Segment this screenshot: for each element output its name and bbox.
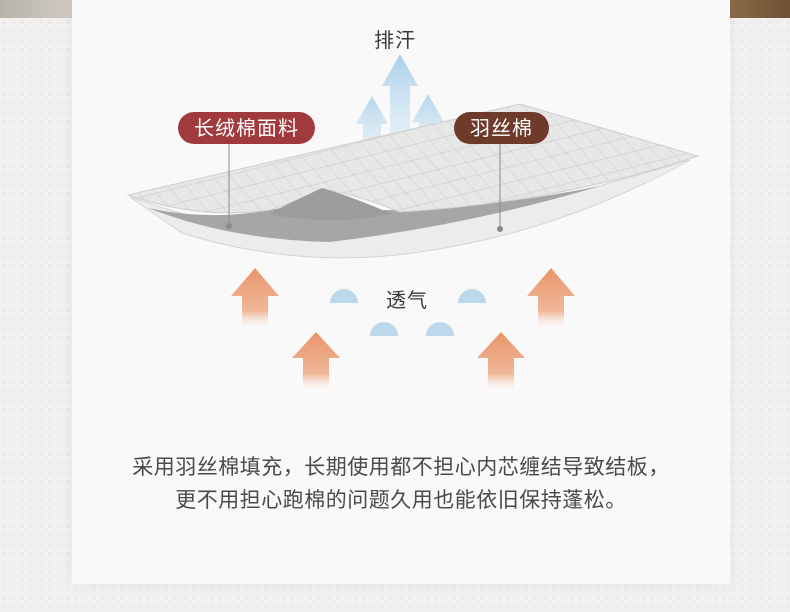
- description-line-2: 更不用担心跑棉的问题久用也能依旧保持蓬松。: [175, 488, 627, 512]
- fabric-tag: 长绒棉面料: [178, 112, 315, 144]
- filling-fold: [268, 188, 392, 220]
- warm-arrow-1: [231, 268, 279, 330]
- warm-arrow-2: [527, 268, 575, 330]
- breathable-label: 透气: [386, 288, 428, 312]
- droplet-1: [330, 289, 358, 303]
- droplet-4: [426, 322, 454, 336]
- top-right-photo-strip: [730, 0, 790, 18]
- description-line-1: 采用羽丝棉填充，长期使用都不担心内芯缠结导致结板，: [132, 455, 670, 479]
- droplet-2: [458, 289, 486, 303]
- filling-pointer-dot: [497, 226, 503, 232]
- mattress-layer: [126, 103, 700, 259]
- warm-arrow-3: [292, 332, 340, 392]
- quilted-top-surface: [126, 103, 700, 214]
- droplet-3: [370, 322, 398, 336]
- warm-arrow-4: [477, 332, 525, 392]
- airflow-droplets: [330, 289, 486, 336]
- mattress-layer-illustration: [126, 54, 700, 392]
- sweat-label: 排汗: [374, 28, 416, 52]
- fabric-pointer-dot: [226, 223, 232, 229]
- top-left-photo-strip: [0, 0, 72, 18]
- warm-arrows: [231, 268, 575, 392]
- filling-tag: 羽丝棉: [454, 112, 549, 144]
